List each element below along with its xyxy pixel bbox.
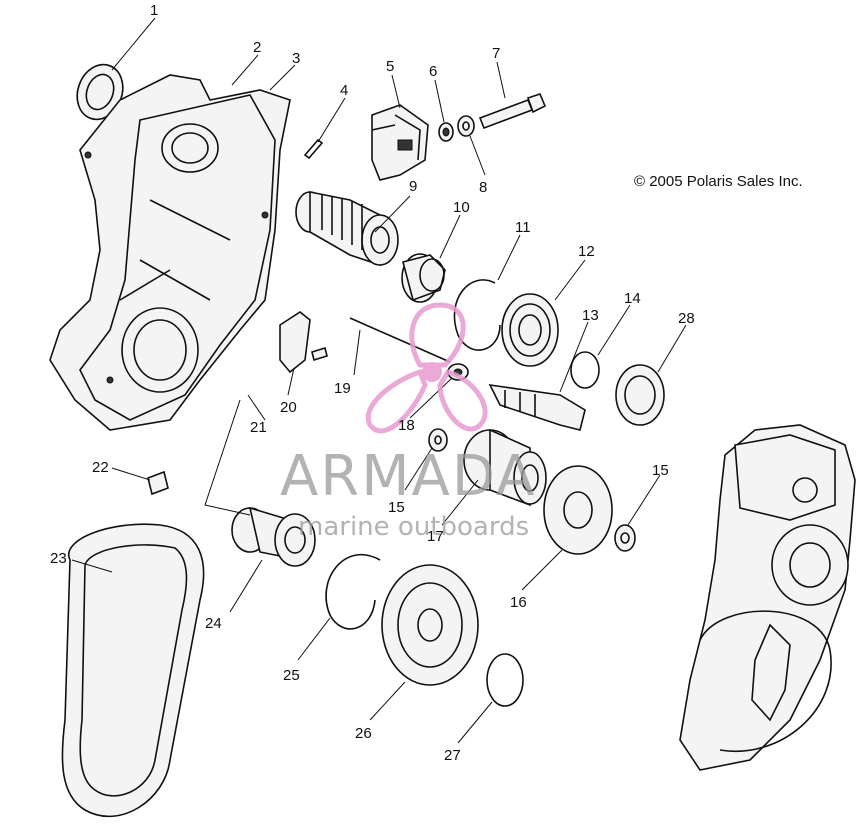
callout-1: 1 bbox=[150, 2, 158, 19]
outer-case-assembly bbox=[679, 424, 856, 771]
callout-20: 20 bbox=[280, 399, 297, 416]
callout-7: 7 bbox=[492, 45, 500, 62]
callout-6: 6 bbox=[429, 63, 437, 80]
propeller-blade-top bbox=[409, 302, 466, 368]
washer-8 bbox=[457, 115, 475, 137]
shift-rod-19 bbox=[349, 317, 451, 363]
callout-22: 22 bbox=[92, 459, 109, 476]
callout-5: 5 bbox=[386, 58, 394, 75]
callout-19: 19 bbox=[334, 380, 351, 397]
callout-21: 21 bbox=[250, 419, 267, 436]
bearing-10 bbox=[401, 253, 446, 303]
washer-15-a bbox=[428, 428, 448, 452]
callout-8: 8 bbox=[479, 179, 487, 196]
callout-11: 11 bbox=[515, 219, 531, 236]
propeller-hub bbox=[422, 362, 442, 382]
callout-10: 10 bbox=[453, 199, 470, 216]
gear-12 bbox=[501, 293, 559, 367]
bolt-7 bbox=[478, 93, 547, 130]
drive-sprocket-24 bbox=[231, 506, 316, 567]
snap-ring-11 bbox=[453, 279, 501, 351]
leader-lines bbox=[71, 17, 687, 744]
shift-fork-13 bbox=[488, 383, 586, 431]
callout-15-right: 15 bbox=[652, 462, 669, 479]
watermark-brand: ARMADA bbox=[280, 444, 536, 509]
callout-17: 17 bbox=[427, 528, 444, 545]
callout-12: 12 bbox=[578, 243, 595, 260]
armada-logo bbox=[365, 302, 488, 434]
pinion-17 bbox=[463, 428, 547, 507]
callout-16: 16 bbox=[510, 594, 527, 611]
case-cover-inner bbox=[49, 74, 291, 431]
large-sprocket-26 bbox=[381, 564, 479, 686]
callout-28: 28 bbox=[678, 310, 695, 327]
callout-numbers: 1 2 3 4 5 6 7 8 9 10 11 12 13 14 28 19 1… bbox=[50, 2, 695, 764]
callout-18: 18 bbox=[398, 417, 415, 434]
watermark-tagline: marine outboards bbox=[298, 512, 529, 542]
bolt-21 bbox=[311, 346, 328, 362]
callout-13: 13 bbox=[582, 307, 599, 324]
tensioner-5 bbox=[371, 104, 429, 181]
gear-28 bbox=[615, 364, 665, 426]
snap-ring-14 bbox=[570, 351, 600, 389]
bracket-20 bbox=[279, 311, 311, 374]
pin-4 bbox=[303, 138, 324, 160]
propeller-blade-right bbox=[437, 369, 488, 432]
splined-shaft-9 bbox=[295, 191, 399, 267]
callout-4: 4 bbox=[340, 82, 348, 99]
callout-23: 23 bbox=[50, 550, 67, 567]
chain-23 bbox=[61, 523, 205, 818]
copyright-notice: © 2005 Polaris Sales Inc. bbox=[634, 173, 803, 190]
callout-15-center: 15 bbox=[388, 499, 405, 516]
callout-3: 3 bbox=[292, 50, 300, 67]
callout-14: 14 bbox=[624, 290, 641, 307]
callout-2: 2 bbox=[253, 39, 261, 56]
callout-9: 9 bbox=[409, 178, 417, 195]
washer-15-b bbox=[614, 524, 636, 552]
callout-25: 25 bbox=[283, 667, 300, 684]
callout-24: 24 bbox=[205, 615, 222, 632]
snap-ring-27 bbox=[486, 653, 524, 707]
callout-27: 27 bbox=[444, 747, 461, 764]
snap-ring-25 bbox=[325, 553, 381, 630]
sprocket-16 bbox=[543, 465, 613, 555]
plug-22 bbox=[147, 470, 169, 496]
nut-6 bbox=[438, 122, 454, 142]
propeller-blade-left bbox=[365, 368, 428, 434]
callout-26: 26 bbox=[355, 725, 372, 742]
